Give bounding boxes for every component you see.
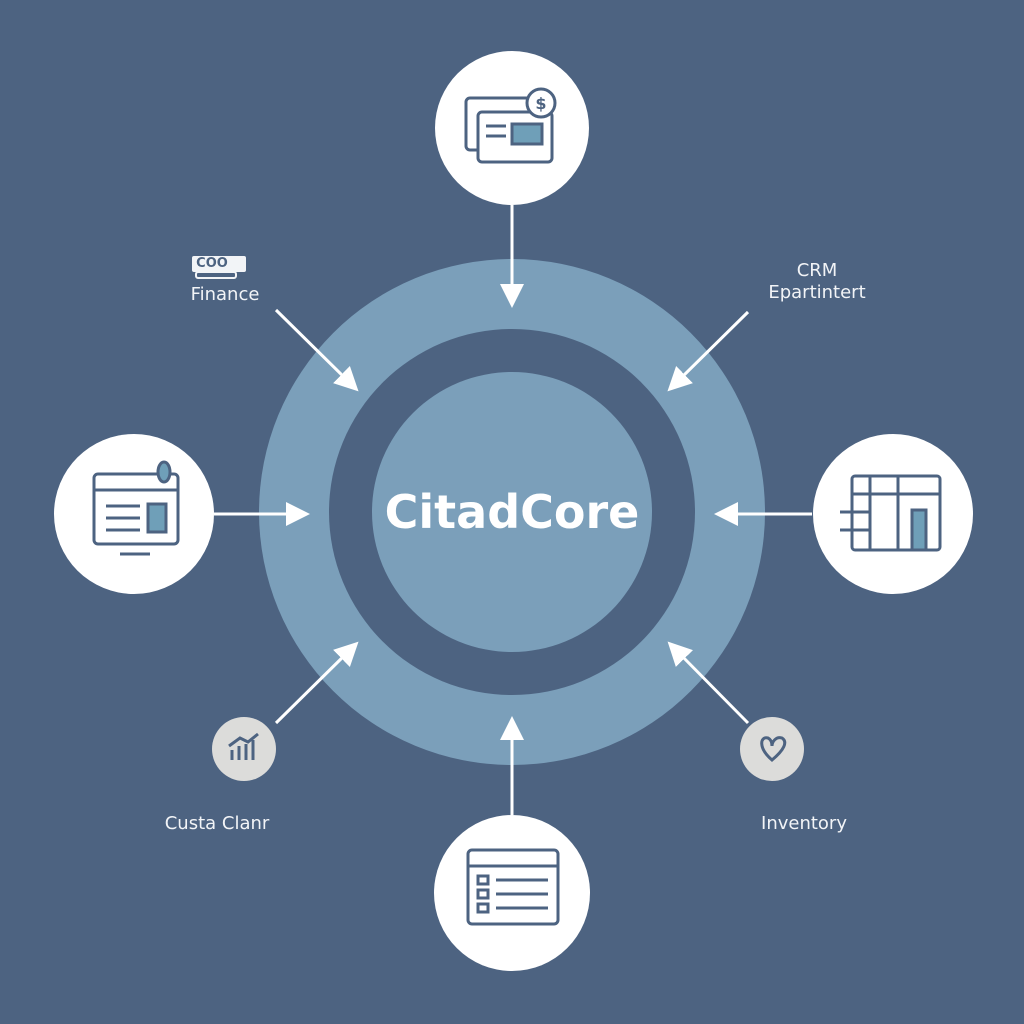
warehouse-icon (840, 474, 942, 552)
finance-badge-icon (192, 256, 246, 279)
label-finance: Finance (190, 284, 260, 305)
monitor-icon (92, 460, 180, 556)
node-billing[interactable]: $ (435, 51, 589, 205)
core-title: CitadCore (384, 485, 640, 539)
label-custa: Custa Clanr (164, 813, 270, 834)
core-circle (372, 372, 652, 652)
arrow-bottom-right (667, 641, 750, 725)
window-list-icon (466, 848, 560, 926)
heart-icon (760, 736, 787, 762)
label-inventory: Inventory (761, 813, 847, 834)
node-warehouse[interactable] (813, 434, 973, 594)
arrow-top-left (274, 308, 359, 392)
finance-badge-text: COO (196, 256, 228, 271)
arrow-top-right (667, 310, 750, 392)
node-analytics[interactable] (212, 717, 276, 781)
svg-text:$: $ (535, 94, 546, 113)
bar-chart-icon (228, 732, 259, 760)
label-crm-title: CRM (796, 260, 838, 281)
node-list[interactable] (434, 815, 590, 971)
node-inventory[interactable] (740, 717, 804, 781)
label-crm-subtitle: Epartintert (768, 282, 866, 303)
billing-icon: $ (464, 87, 557, 164)
label-crm: CRM Epartintert (768, 260, 865, 304)
arrow-bottom-left (274, 641, 359, 725)
node-dashboard[interactable] (54, 434, 214, 594)
